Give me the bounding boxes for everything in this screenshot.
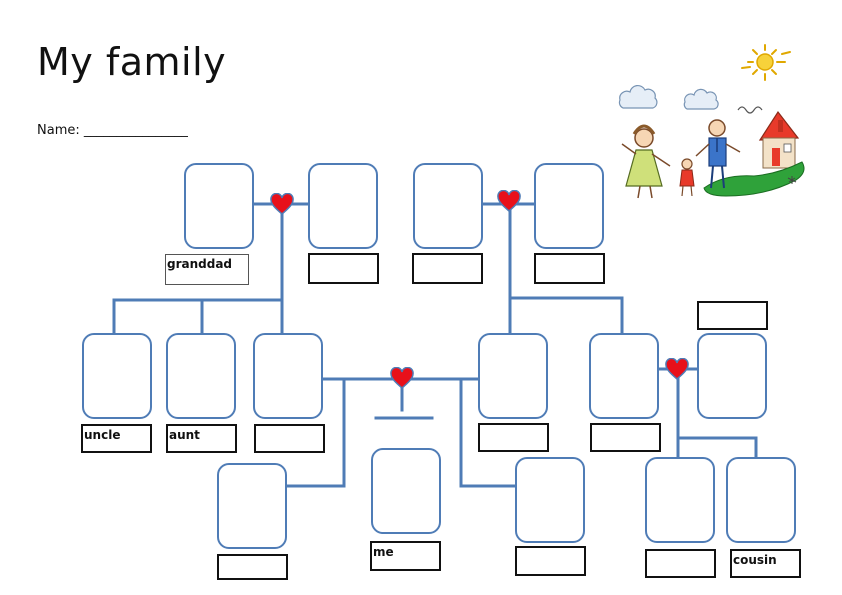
- name-field[interactable]: Name: ________________: [37, 123, 188, 138]
- photo-frame-parent-1[interactable]: [253, 333, 323, 419]
- heart-icon: [665, 358, 689, 380]
- heart-icon: [270, 193, 294, 215]
- photo-frame-granddad-1[interactable]: [184, 163, 254, 249]
- photo-frame-cousin-2[interactable]: [726, 457, 796, 543]
- label-box[interactable]: [217, 554, 288, 580]
- label-box[interactable]: [697, 301, 768, 330]
- sun-icon: [741, 44, 791, 81]
- photo-frame-uncle-right[interactable]: [697, 333, 767, 419]
- label-box[interactable]: [645, 549, 716, 578]
- photo-frame-aunt-right[interactable]: [589, 333, 659, 419]
- heart-icon: [497, 190, 521, 212]
- photo-frame-uncle[interactable]: [82, 333, 152, 419]
- photo-frame-cousin-1[interactable]: [645, 457, 715, 543]
- photo-frame-parent-2[interactable]: [478, 333, 548, 419]
- label-box[interactable]: [590, 423, 661, 452]
- photo-frame-sibling[interactable]: [515, 457, 585, 543]
- cloud-icon: [618, 84, 719, 110]
- photo-frame-grandma-1[interactable]: [308, 163, 378, 249]
- label-box[interactable]: [254, 424, 325, 453]
- label-box[interactable]: [308, 253, 379, 284]
- label-uncle[interactable]: uncle: [81, 424, 152, 453]
- photo-frame-granddad-2[interactable]: [413, 163, 483, 249]
- label-box[interactable]: [515, 546, 586, 576]
- photo-frame-grandma-2[interactable]: [534, 163, 604, 249]
- label-box[interactable]: [412, 253, 483, 284]
- label-me[interactable]: me: [370, 541, 441, 571]
- page-title: My family: [37, 40, 227, 84]
- label-granddad[interactable]: granddad: [165, 254, 249, 285]
- photo-frame-cousin-left[interactable]: [217, 463, 287, 549]
- family-drawing: [618, 44, 805, 199]
- mother-figure: [621, 124, 671, 199]
- label-aunt[interactable]: aunt: [166, 424, 237, 453]
- label-box[interactable]: [478, 423, 549, 452]
- label-cousin[interactable]: cousin: [730, 549, 801, 578]
- child-figure: [679, 158, 695, 197]
- father-figure: [695, 119, 741, 189]
- photo-frame-aunt[interactable]: [166, 333, 236, 419]
- label-box[interactable]: [534, 253, 605, 284]
- house-icon: [758, 110, 800, 169]
- heart-icon: [390, 367, 414, 389]
- photo-frame-me[interactable]: [371, 448, 441, 534]
